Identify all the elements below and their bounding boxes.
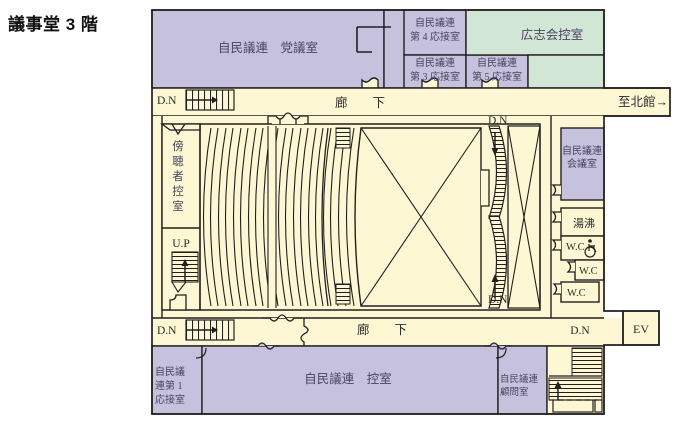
- top-band-door-notches: [361, 77, 499, 89]
- to-north-wing-label: 至北館→: [618, 94, 668, 109]
- building-outline: [151, 9, 671, 415]
- stair-dn-bottom-right: D.N: [570, 325, 590, 337]
- right-side-rooms: 自民議連 会議室 湯沸 W.C W.C W.C: [550, 116, 605, 318]
- chamber-right-stairs: [488, 125, 541, 309]
- stair-dn-bottom-left: D.N: [157, 319, 235, 341]
- room-setsu3-ousetsu-label-1: 自民議連: [415, 56, 455, 69]
- room-jimin-kaigishitsu-label-2: 会議室: [567, 157, 597, 170]
- chamber-central-well: [321, 127, 490, 307]
- room-koushikai-hikaeshitsu-label: 広志会控室: [521, 27, 584, 42]
- room-wc-upper-label: W.C: [579, 266, 598, 277]
- stairwell-bottom-right: [546, 345, 605, 415]
- room-jimin-hikaeshitsu-label: 自民議連 控室: [304, 371, 392, 386]
- room-wc-lower-label: W.C: [567, 288, 586, 299]
- room-jimin-dai1-ousetsu-label-1: 自民議: [155, 365, 185, 378]
- room-toukaigi-shitsu-label: 自民議連 党議室: [218, 40, 318, 55]
- room-elevator: EV: [622, 310, 660, 346]
- corridor-lower-label: 廊 下: [357, 322, 407, 337]
- room-jimin-dai1-ousetsu-label-2: 連第 1: [155, 379, 183, 392]
- room-elevator-label: EV: [633, 322, 649, 336]
- room-jimin-dai1-ousetsu-label-3: 応接室: [155, 393, 185, 406]
- room-koushikai-lower: [527, 54, 605, 89]
- room-setsu5-ousetsu-label-2: 第 5 応接室: [472, 70, 522, 83]
- room-jimin-hikaeshitsu: [201, 345, 499, 415]
- corridor-upper-label: 廊 下: [335, 95, 385, 110]
- wheelchair-icon: [584, 239, 597, 258]
- stair-dn-chamber-bottom-right-label: D.N: [488, 294, 508, 306]
- room-setsu4-ousetsu-label-1: 自民議連: [415, 16, 455, 29]
- room-yuwakashi-label: 湯沸: [573, 217, 595, 230]
- room-jimin-komonshitsu-label-2: 顧問室: [500, 386, 529, 398]
- stair-up-left: U.P: [171, 238, 199, 293]
- stair-dn-bottom-right-label: D.N: [570, 325, 590, 337]
- assembly-chamber: 傍聴者控室 U.P: [152, 112, 604, 318]
- room-koushikai-hikaeshitsu: [465, 9, 605, 56]
- room-bouchousha-hikaeshitsu-label: 傍聴者控室: [172, 139, 184, 213]
- room-jimin-komonshitsu-label-1: 自民議連: [500, 373, 539, 385]
- room-jimin-kaigishitsu-label-1: 自民議連: [562, 144, 602, 157]
- stair-dn-chamber-top-right-label: D.N: [488, 115, 508, 127]
- top-room-band: [151, 9, 605, 89]
- room-setsu4-ousetsu-label-2: 第 4 応接室: [410, 30, 460, 43]
- room-wc-accessible-label: W.C: [566, 242, 585, 253]
- page-title: 議事堂 3 階: [8, 15, 99, 34]
- room-setsu5-ousetsu-label-1: 自民議連: [477, 56, 517, 69]
- stair-dn-top-left: D.N: [157, 89, 235, 111]
- stair-dn-top-left-label: D.N: [157, 95, 177, 107]
- stair-up-left-label: U.P: [172, 238, 190, 250]
- stair-dn-bottom-left-label: D.N: [157, 325, 177, 337]
- room-setsu3-ousetsu-label-2: 第 3 応接室: [410, 70, 460, 83]
- bottom-room-band: 自民議 連第 1 応接室 自民議連 控室 自民議連 顧問室: [151, 342, 605, 415]
